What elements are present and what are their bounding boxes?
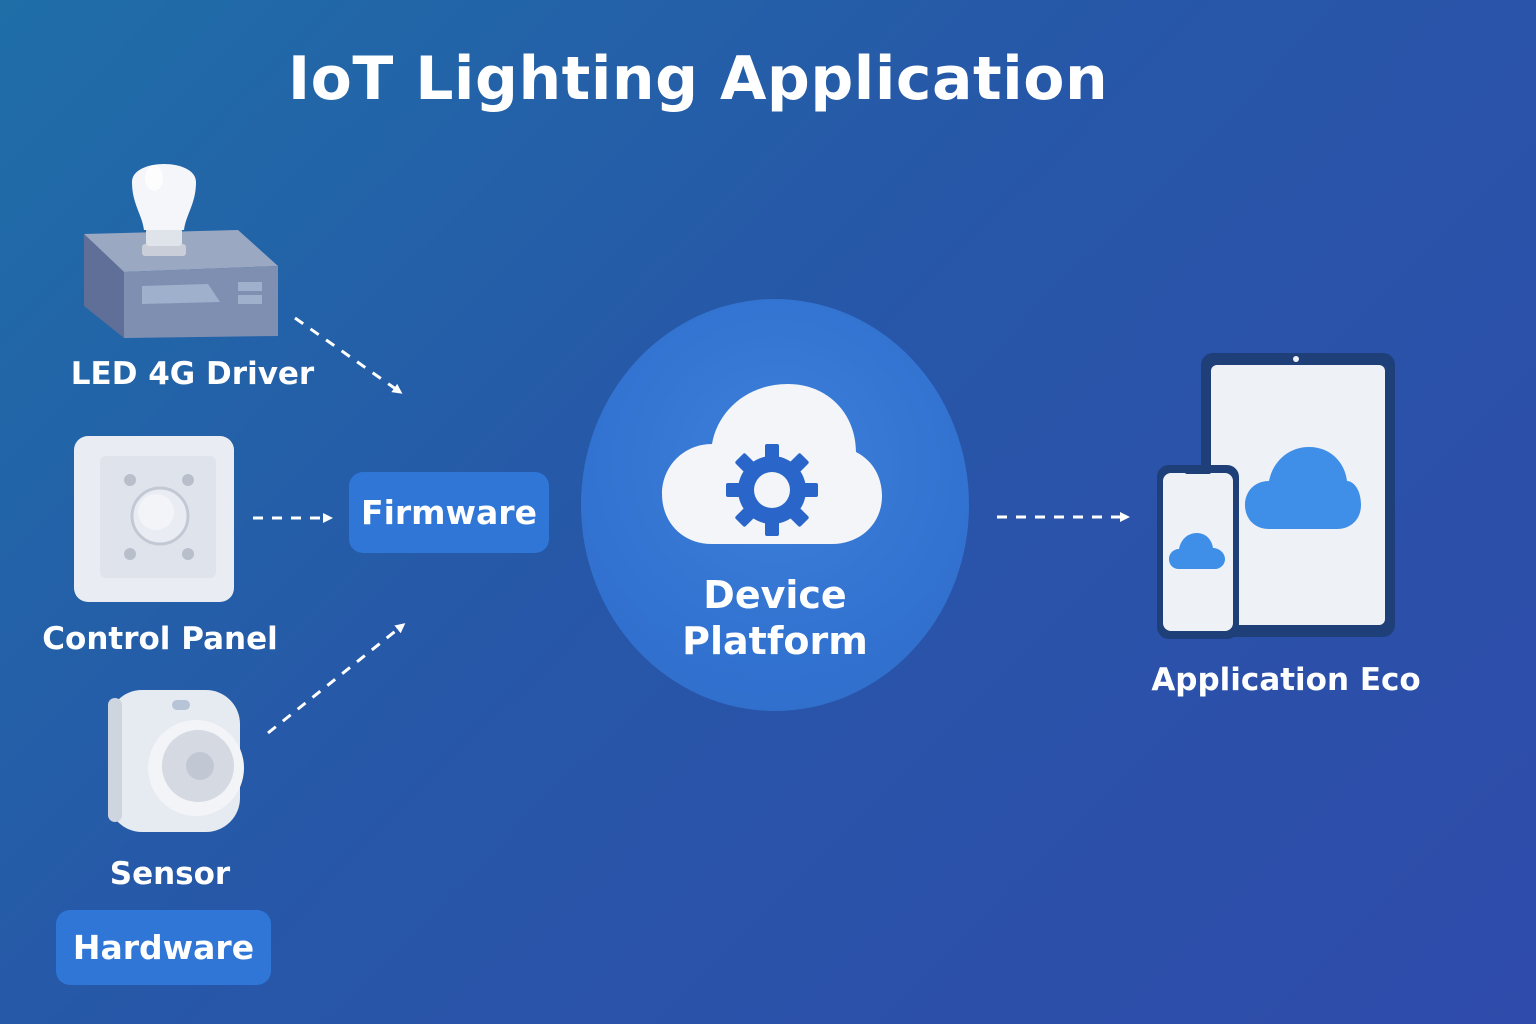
sensor-label: Sensor: [109, 856, 231, 892]
arrow-sensor-to-firmware: [267, 623, 406, 735]
led-driver-icon: [84, 164, 278, 338]
cloud-gear-icon: [662, 384, 882, 544]
hardware-badge: Hardware: [56, 910, 271, 985]
device-platform-label: Device Platform: [581, 572, 969, 664]
device-platform-label-line2: Platform: [682, 619, 868, 663]
motion-sensor-icon: [108, 690, 244, 832]
arrow-led-to-firmware: [294, 316, 403, 394]
led-driver-label: LED 4G Driver: [70, 356, 315, 392]
device-platform-label-line1: Device: [703, 573, 847, 617]
diagram-title: IoT Lighting Application: [287, 44, 1109, 114]
tablet-phone-cloud-icon: [1157, 353, 1395, 639]
control-panel-icon: [74, 436, 234, 602]
application-eco-label: Application Eco: [1151, 662, 1421, 698]
firmware-badge: Firmware: [349, 472, 549, 553]
control-panel-label: Control Panel: [42, 621, 278, 657]
